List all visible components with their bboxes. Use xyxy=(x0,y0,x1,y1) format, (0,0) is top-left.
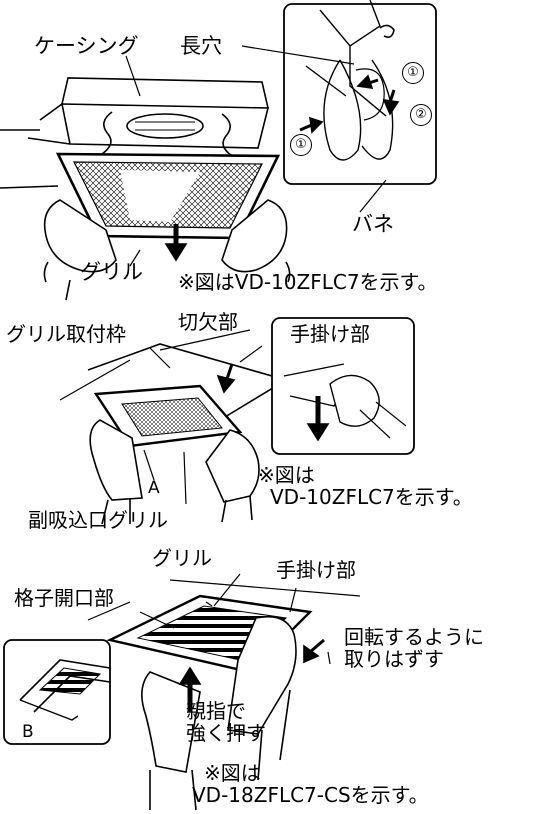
point-a-label: A xyxy=(148,478,160,498)
inset-arrow-2 xyxy=(388,89,396,103)
step-1-marker: ① xyxy=(402,62,424,84)
grille-label-3: グリル xyxy=(152,546,212,570)
spring-label: バネ xyxy=(352,212,394,236)
panel2-note: ※図は VD-10ZFLC7を示す。 xyxy=(258,464,473,509)
hand-left-3 xyxy=(141,671,201,773)
panel1-note: ※図はVD-10ZFLC7を示す。 xyxy=(178,270,438,294)
push-instruction: 親指で 強く押す xyxy=(186,700,266,745)
spring-right xyxy=(221,113,233,157)
spring-left xyxy=(101,111,113,155)
hand-right xyxy=(221,199,288,273)
step-2-marker: ② xyxy=(410,104,432,126)
push-line1: 親指で xyxy=(186,699,246,723)
hand-left-2 xyxy=(89,419,143,501)
casing-label: ケーシング xyxy=(34,34,139,58)
hand-left xyxy=(43,199,117,273)
panel3-note: ※図は VD-18ZFLC7-CSを示す。 xyxy=(192,761,429,807)
casing-body xyxy=(61,103,270,149)
slot-label: 長穴 xyxy=(180,34,222,58)
rotate-instruction: 回転するように 取りはずす xyxy=(344,626,484,671)
hand-right-2 xyxy=(205,429,260,503)
notch-label: 切欠部 xyxy=(178,310,238,334)
step-1b-marker: ① xyxy=(290,134,312,156)
panel2-note-line1: ※図は xyxy=(258,463,315,487)
sub-intake-label: 副吸込口グリル xyxy=(28,508,168,532)
frame-label: グリル取付枠 xyxy=(6,322,126,346)
point-b-label: B xyxy=(22,722,34,742)
grille-label: グリル xyxy=(80,260,143,284)
panel3-note-line2: VD-18ZFLC7-CSを示す。 xyxy=(192,783,429,808)
hook-label: 手掛け部 xyxy=(290,322,370,346)
panel3-note-line1: ※図は xyxy=(204,761,261,785)
push-line2: 強く押す xyxy=(186,721,266,746)
rotate-line1: 回転するように xyxy=(344,625,484,649)
lattice-label: 格子開口部 xyxy=(14,586,114,610)
panel1-drawing xyxy=(0,0,437,301)
rotate-line2: 取りはずす xyxy=(344,647,444,672)
hand-right-3 xyxy=(227,615,297,735)
hook-label-3: 手掛け部 xyxy=(276,558,356,582)
panel3-drawing xyxy=(3,573,361,811)
fan xyxy=(126,113,204,139)
panel2-note-line2: VD-10ZFLC7を示す。 xyxy=(270,485,473,510)
frame-edge xyxy=(87,343,288,421)
panel2-drawing xyxy=(59,317,415,525)
